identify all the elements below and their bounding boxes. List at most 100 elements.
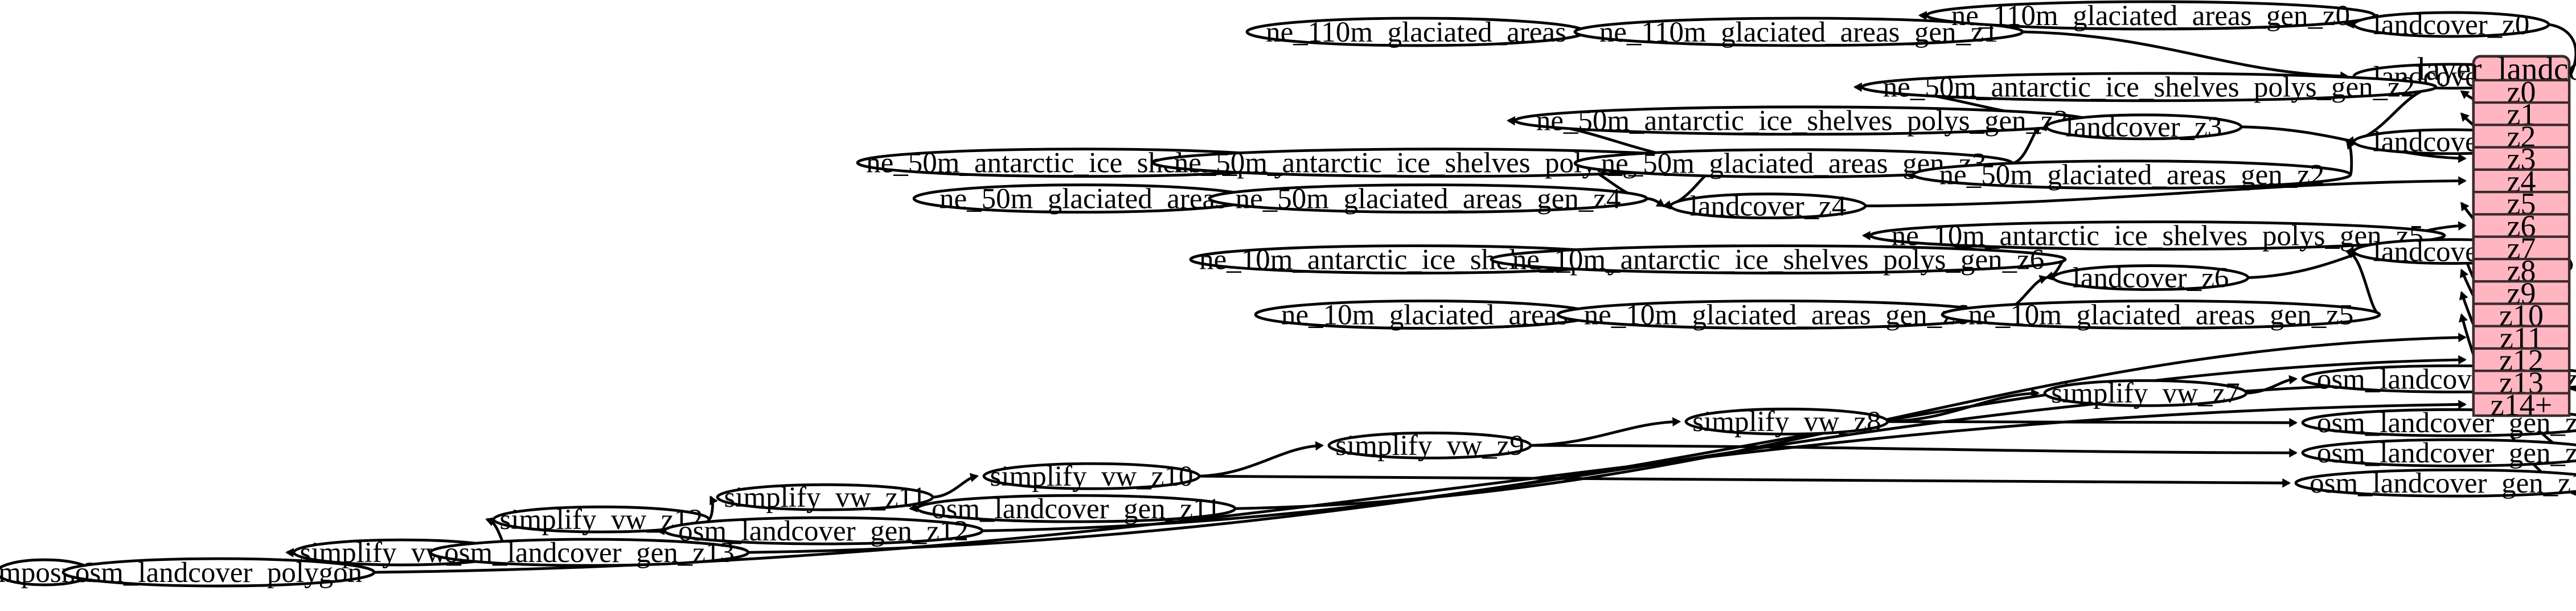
layer-table-row-z9[interactable]: [2472, 280, 2571, 305]
node-ne_10m_glaciated_areas[interactable]: ne_10m_glaciated_areas: [1254, 299, 1595, 331]
node-ne_110m_glaciated_areas[interactable]: ne_110m_glaciated_areas: [1245, 17, 1587, 48]
edge-arrowhead: [1853, 82, 1862, 92]
edge-arrowhead: [709, 495, 718, 506]
edge-arrowhead: [1672, 417, 1681, 427]
node-landcover_z0[interactable]: landcover_z0: [2352, 9, 2550, 41]
edge-arrowhead: [2458, 153, 2467, 163]
node-shape-landcover_z3: [2045, 113, 2243, 141]
edge-arrowhead: [1655, 198, 1666, 207]
edge-arrowhead: [2031, 388, 2040, 399]
node-shape-osm_landcover_gen_z12: [663, 516, 984, 546]
node-ne_10m_antarctic_ice_shelves_polys_gen_z6[interactable]: ne_10m_antarctic_ice_shelves_polys_gen_z…: [1490, 244, 2067, 276]
node-ne_10m_glaciated_areas_gen_z5[interactable]: ne_10m_glaciated_areas_gen_z5: [1941, 299, 2381, 331]
node-imposm3[interactable]: imposm3: [0, 557, 99, 589]
edge-arrowhead: [2458, 221, 2467, 231]
node-shape-ne_50m_glaciated_areas_gen_z2: [1912, 159, 2352, 190]
node-ne_110m_glaciated_areas_gen_z1[interactable]: ne_110m_glaciated_areas_gen_z1: [1573, 17, 2024, 48]
layer-table-row-z2[interactable]: [2472, 124, 2571, 149]
edge-arrowhead: [2282, 478, 2291, 488]
edge-simplify_vw_z8-to-osm_landcover_gen_z8: [1887, 420, 2296, 424]
node-label-ne_10m_glaciated_areas_gen_z6: ne_10m_glaciated_areas_gen_z6: [1584, 299, 1970, 331]
node-label-landcover_z6: landcover_z6: [2073, 262, 2229, 294]
edge-arrowhead: [1315, 441, 1324, 451]
node-simplify_vw_z8[interactable]: simplify_vw_z8: [1684, 406, 1889, 438]
edge-arrowhead: [2289, 418, 2298, 428]
node-ne_50m_glaciated_areas_gen_z3[interactable]: ne_50m_glaciated_areas_gen_z3: [1573, 148, 2014, 180]
node-label-osm_landcover_gen_z12: osm_landcover_gen_z12: [678, 515, 969, 547]
node-shape-osm_landcover_gen_z13: [429, 538, 750, 567]
layer-table-row-z3[interactable]: [2472, 146, 2571, 171]
node-label-ne_10m_antarctic_ice_shelves_polys_gen_z6: ne_10m_antarctic_ice_shelves_polys_gen_z…: [1512, 244, 2045, 276]
edge-osm_landcover_polygon-to-layer_landcover.z14+: [374, 403, 2466, 574]
layer-table-row-z7[interactable]: [2472, 235, 2571, 261]
node-osm_landcover_gen_z12[interactable]: osm_landcover_gen_z12: [663, 515, 984, 547]
layer-table-row-z8[interactable]: [2472, 257, 2571, 283]
node-ne_110m_glaciated_areas_gen_z0[interactable]: ne_110m_glaciated_areas_gen_z0: [1925, 0, 2376, 32]
node-ne_50m_antarctic_ice_shelves_polys_gen_z3[interactable]: ne_50m_antarctic_ice_shelves_polys_gen_z…: [1513, 105, 2091, 137]
node-label-simplify_vw_z11: simplify_vw_z11: [724, 482, 926, 514]
node-ne_50m_antarctic_ice_shelves_polys_gen_z2[interactable]: ne_50m_antarctic_ice_shelves_polys_gen_z…: [1860, 72, 2438, 104]
edge-arrowhead: [2289, 448, 2298, 458]
edge-osm_landcover_gen_z12-to-layer_landcover.z12: [982, 358, 2466, 532]
node-label-ne_10m_glaciated_areas_gen_z5: ne_10m_glaciated_areas_gen_z5: [1968, 299, 2354, 331]
node-shape-simplify_vw_z11: [716, 483, 934, 511]
edge-simplify_vw_z8-to-simplify_vw_z7: [1887, 391, 2038, 423]
node-shape-ne_110m_glaciated_areas_gen_z1: [1573, 17, 2024, 47]
node-shape-landcover_z6: [2052, 264, 2250, 291]
node-label-osm_landcover_gen_z13: osm_landcover_gen_z13: [444, 537, 735, 569]
node-label-osm_landcover_gen_z9: osm_landcover_gen_z9: [2317, 437, 2576, 469]
node-shape-osm_landcover_gen_z9: [2301, 438, 2576, 468]
node-shape-simplify_vw_z10: [982, 462, 1201, 490]
node-ne_50m_glaciated_areas_gen_z4[interactable]: ne_50m_glaciated_areas_gen_z4: [1208, 183, 1648, 215]
node-simplify_vw_z10[interactable]: simplify_vw_z10: [982, 461, 1201, 493]
node-shape-simplify_vw_z8: [1684, 407, 1889, 436]
node-label-ne_50m_glaciated_areas_gen_z2: ne_50m_glaciated_areas_gen_z2: [1939, 159, 2325, 191]
node-landcover_z3[interactable]: landcover_z3: [2045, 112, 2243, 143]
layer-table-row-z1[interactable]: [2472, 101, 2571, 126]
node-label-ne_10m_glaciated_areas: ne_10m_glaciated_areas: [1281, 299, 1568, 331]
layer-table-row-z5[interactable]: [2472, 191, 2571, 216]
node-simplify_vw_z9[interactable]: simplify_vw_z9: [1327, 430, 1532, 462]
node-label-osm_landcover_gen_z11: osm_landcover_gen_z11: [932, 493, 1221, 525]
node-simplify_vw_z7[interactable]: simplify_vw_z7: [2043, 378, 2248, 409]
edge-simplify_vw_z9-to-simplify_vw_z8: [1530, 420, 1680, 447]
node-landcover_z6[interactable]: landcover_z6: [2052, 262, 2250, 294]
edge-arrowhead: [2346, 140, 2355, 150]
node-label-ne_50m_glaciated_areas_gen_z4: ne_50m_glaciated_areas_gen_z4: [1236, 183, 1621, 215]
node-label-simplify_vw_z10: simplify_vw_z10: [990, 461, 1193, 493]
node-ne_50m_glaciated_areas[interactable]: ne_50m_glaciated_areas: [912, 183, 1254, 215]
node-shape-ne_50m_antarctic_ice_shelves_polys_gen_z2: [1860, 72, 2438, 102]
edge-arrowhead: [2458, 176, 2467, 186]
edge-landcover_z4-to-layer_landcover.z4: [1865, 179, 2466, 208]
edge-arrowhead: [2459, 290, 2468, 301]
edge-simplify_vw_z10-to-simplify_vw_z9: [1199, 444, 1323, 478]
node-label-simplify_vw_z7: simplify_vw_z7: [2051, 378, 2239, 409]
node-shape-ne_10m_antarctic_ice_shelves_polys_gen_z5: [1869, 220, 2446, 251]
node-osm_landcover_gen_z11[interactable]: osm_landcover_gen_z11: [916, 493, 1237, 525]
node-ne_50m_glaciated_areas_gen_z2[interactable]: ne_50m_glaciated_areas_gen_z2: [1912, 159, 2352, 191]
edge-arrowhead: [2345, 249, 2356, 259]
node-simplify_vw_z11[interactable]: simplify_vw_z11: [716, 482, 934, 514]
node-label-ne_110m_glaciated_areas: ne_110m_glaciated_areas: [1266, 17, 1566, 48]
layer-table-row-z0[interactable]: [2472, 79, 2571, 104]
node-ne_10m_antarctic_ice_shelves_polys_gen_z5[interactable]: ne_10m_antarctic_ice_shelves_polys_gen_z…: [1869, 220, 2446, 252]
node-shape-osm_landcover_gen_z10: [2294, 468, 2576, 498]
node-shape-simplify_vw_z12: [492, 505, 711, 534]
node-shape-simplify_vw_z7: [2043, 379, 2248, 407]
layer-table-row-z13[interactable]: [2472, 370, 2571, 395]
node-label-ne_10m_antarctic_ice_shelves_polys_gen_z5: ne_10m_antarctic_ice_shelves_polys_gen_z…: [1892, 220, 2424, 252]
node-ne_50m_antarctic_ice_shelves_polys_gen_z4[interactable]: ne_50m_antarctic_ice_shelves_polys_gen_z…: [1151, 147, 1729, 179]
node-osm_landcover_polygon[interactable]: osm_landcover_polygon: [61, 557, 376, 589]
edge-ne_110m_glaciated_areas_gen_z1-to-landcover_z1: [2022, 30, 2348, 78]
node-osm_landcover_gen_z9[interactable]: osm_landcover_gen_z9: [2301, 437, 2576, 469]
layer-table-cell-z14+: z14+: [2491, 388, 2552, 422]
node-osm_landcover_gen_z13[interactable]: osm_landcover_gen_z13: [429, 537, 750, 569]
layer-table-row-z4[interactable]: [2472, 168, 2571, 194]
node-ne_10m_glaciated_areas_gen_z6[interactable]: ne_10m_glaciated_areas_gen_z6: [1556, 299, 1997, 331]
node-osm_landcover_gen_z10[interactable]: osm_landcover_gen_z10: [2294, 468, 2576, 499]
layer-table-row-z14+[interactable]: [2472, 392, 2571, 417]
edge-arrowhead: [285, 548, 294, 557]
node-landcover_z4[interactable]: landcover_z4: [1669, 191, 1867, 223]
node-label-landcover_z0: landcover_z0: [2373, 9, 2530, 41]
node-label-ne_50m_antarctic_ice_shelves_polys_gen_z2: ne_50m_antarctic_ice_shelves_polys_gen_z…: [1883, 72, 2415, 104]
